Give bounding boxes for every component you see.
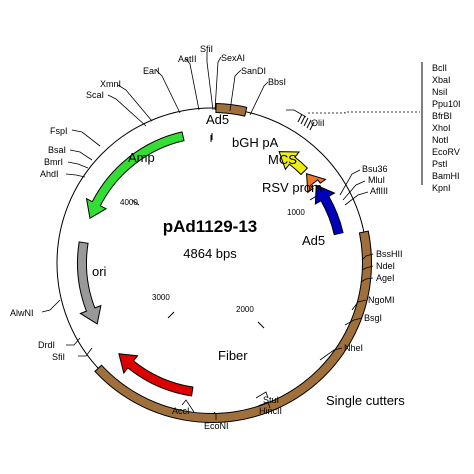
site-label-bsai: BsaI	[48, 145, 66, 155]
feature-label-mcs: MCS	[268, 152, 297, 167]
site-list-item: NotI	[432, 135, 449, 145]
feature-arrow-fiber	[118, 353, 194, 397]
site-list-item: EcoRV	[432, 147, 460, 157]
feature-arrow-rsv-prom	[314, 184, 344, 236]
scale-tick-4000	[131, 199, 140, 206]
site-label-afliii: AflIII	[370, 186, 388, 196]
site-list-item: PstI	[432, 159, 448, 169]
scale-label-4000: 4000	[120, 198, 138, 207]
feature-label-ori: ori	[92, 264, 107, 279]
site-label-fspi: FspI	[50, 126, 68, 136]
plasmid-size: 4864 bps	[183, 246, 237, 261]
scale-tick-1000	[309, 194, 319, 201]
site-label-mlui: MluI	[368, 175, 385, 185]
feature-arrow-bgh-pa	[278, 151, 309, 176]
site-label-sexai: SexAI	[221, 53, 245, 63]
feature-label-fiber: Fiber	[218, 348, 248, 363]
site-list-item: BclI	[432, 63, 447, 73]
scale-tick-2000	[257, 321, 265, 329]
site-label-acci: AccI	[172, 406, 190, 416]
site-label-ndei: NdeI	[376, 261, 395, 271]
site-label-bsu36: Bsu36	[362, 164, 388, 174]
site-list: BclI XbaI NsiI Ppu10I BfrBI XhoI NotI Ec…	[432, 63, 461, 193]
site-list-item: Ppu10I	[432, 99, 461, 109]
site-list-item: XhoI	[432, 123, 451, 133]
site-label-bsgi: BsgI	[364, 313, 382, 323]
site-list-item: XbaI	[432, 75, 451, 85]
site-list-item: NsiI	[432, 87, 448, 97]
site-label-sfii-bottom: SfiI	[52, 352, 65, 362]
site-label-bmri: BmrI	[44, 157, 63, 167]
site-label-olii: OliI	[311, 118, 325, 128]
site-label-stui: StuI	[263, 395, 279, 405]
site-label-ahdi: AhdI	[40, 169, 59, 179]
feature-arrow-ori	[77, 241, 102, 325]
feature-box-ad5	[94, 230, 372, 423]
feature-arrow-mcs	[305, 173, 327, 194]
feature-arrow-amp	[85, 131, 185, 220]
site-label-sandi: SanDI	[241, 66, 266, 76]
site-label-econi: EcoNI	[204, 421, 229, 431]
scale-tick-3000	[167, 311, 175, 319]
site-cluster-ticks	[297, 113, 315, 131]
plasmid-name: pAd1129-13	[163, 217, 258, 236]
site-label-agei: AgeI	[376, 273, 395, 283]
site-label-sfii-top: SfiI	[200, 44, 213, 54]
feature-box-ad5	[215, 103, 248, 117]
site-labels: SfiI SexAI AatII SanDI EarI BbsI XmnI Sc…	[10, 44, 403, 431]
site-label-aatii: AatII	[178, 54, 197, 64]
site-leader-lines	[41, 52, 374, 420]
scale-tick-marks	[131, 133, 319, 329]
site-list-item: BamHI	[432, 171, 460, 181]
scale-label-3000: 3000	[152, 293, 170, 302]
feature-label-ad5-top: Ad5	[206, 112, 229, 127]
site-label-eari: EarI	[143, 66, 160, 76]
scale-label-2000: 2000	[236, 305, 254, 314]
site-cluster-leader	[308, 111, 420, 114]
site-label-xmni: XmnI	[100, 79, 121, 89]
feature-label-ad5-right: Ad5	[302, 233, 325, 248]
site-label-ngomi: NgoMI	[368, 295, 395, 305]
site-list-item: BfrBI	[432, 111, 452, 121]
site-label-alwni: AlwNI	[10, 308, 34, 318]
site-label-hincii: HincII	[259, 406, 282, 416]
site-label-bbsi: BbsI	[268, 77, 286, 87]
scale-label-1000: 1000	[287, 208, 305, 217]
feature-label-amp: Amp	[128, 150, 155, 165]
site-label-nhei: NheI	[344, 343, 363, 353]
feature-label-rsv: RSV prom	[262, 180, 322, 195]
site-label-drdi: DrdI	[38, 340, 55, 350]
feature-label-bgh: bGH pA	[232, 135, 279, 150]
site-list-item: KpnI	[432, 183, 451, 193]
site-label-bsshii: BssHII	[376, 249, 403, 259]
site-label-scai: ScaI	[86, 90, 104, 100]
feature-shapes	[77, 103, 372, 423]
single-cutters-caption: Single cutters	[326, 393, 405, 408]
